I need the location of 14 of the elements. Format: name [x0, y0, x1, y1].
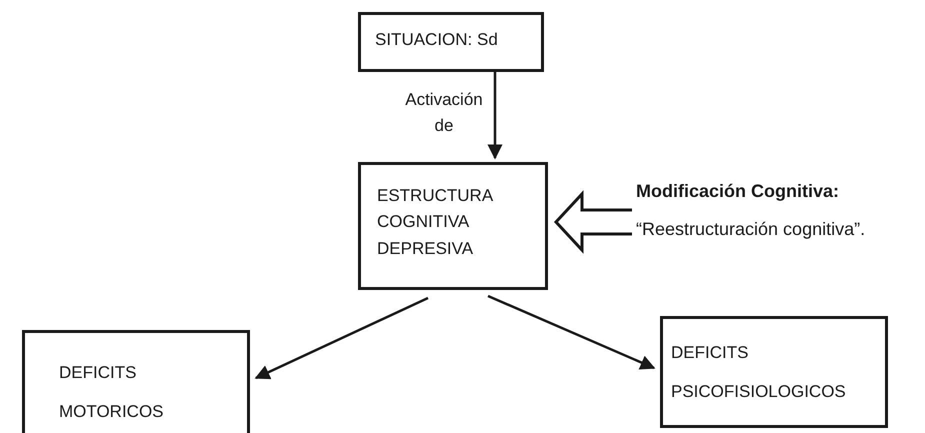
process-box: [22, 330, 250, 433]
note-text: “Reestructuración cognitiva”.: [636, 218, 866, 241]
process-box: [358, 162, 548, 290]
arrow: [254, 296, 429, 380]
process-box: [358, 12, 544, 72]
heading-text: Modificación Cognitiva:: [636, 180, 840, 203]
box-text: DEFICITS PSICOFISIOLOGICOS: [671, 342, 847, 404]
box-text: ESTRUCTURA COGNITIVA DEPRESIVA: [377, 185, 494, 260]
process-box: [660, 316, 888, 428]
arrow: [488, 294, 656, 370]
hollow-arrow: [554, 190, 634, 254]
box-text: SITUACION: Sd: [375, 29, 498, 51]
arrow: [488, 72, 502, 160]
box-text: DEFICITS MOTORICOS: [59, 362, 165, 424]
